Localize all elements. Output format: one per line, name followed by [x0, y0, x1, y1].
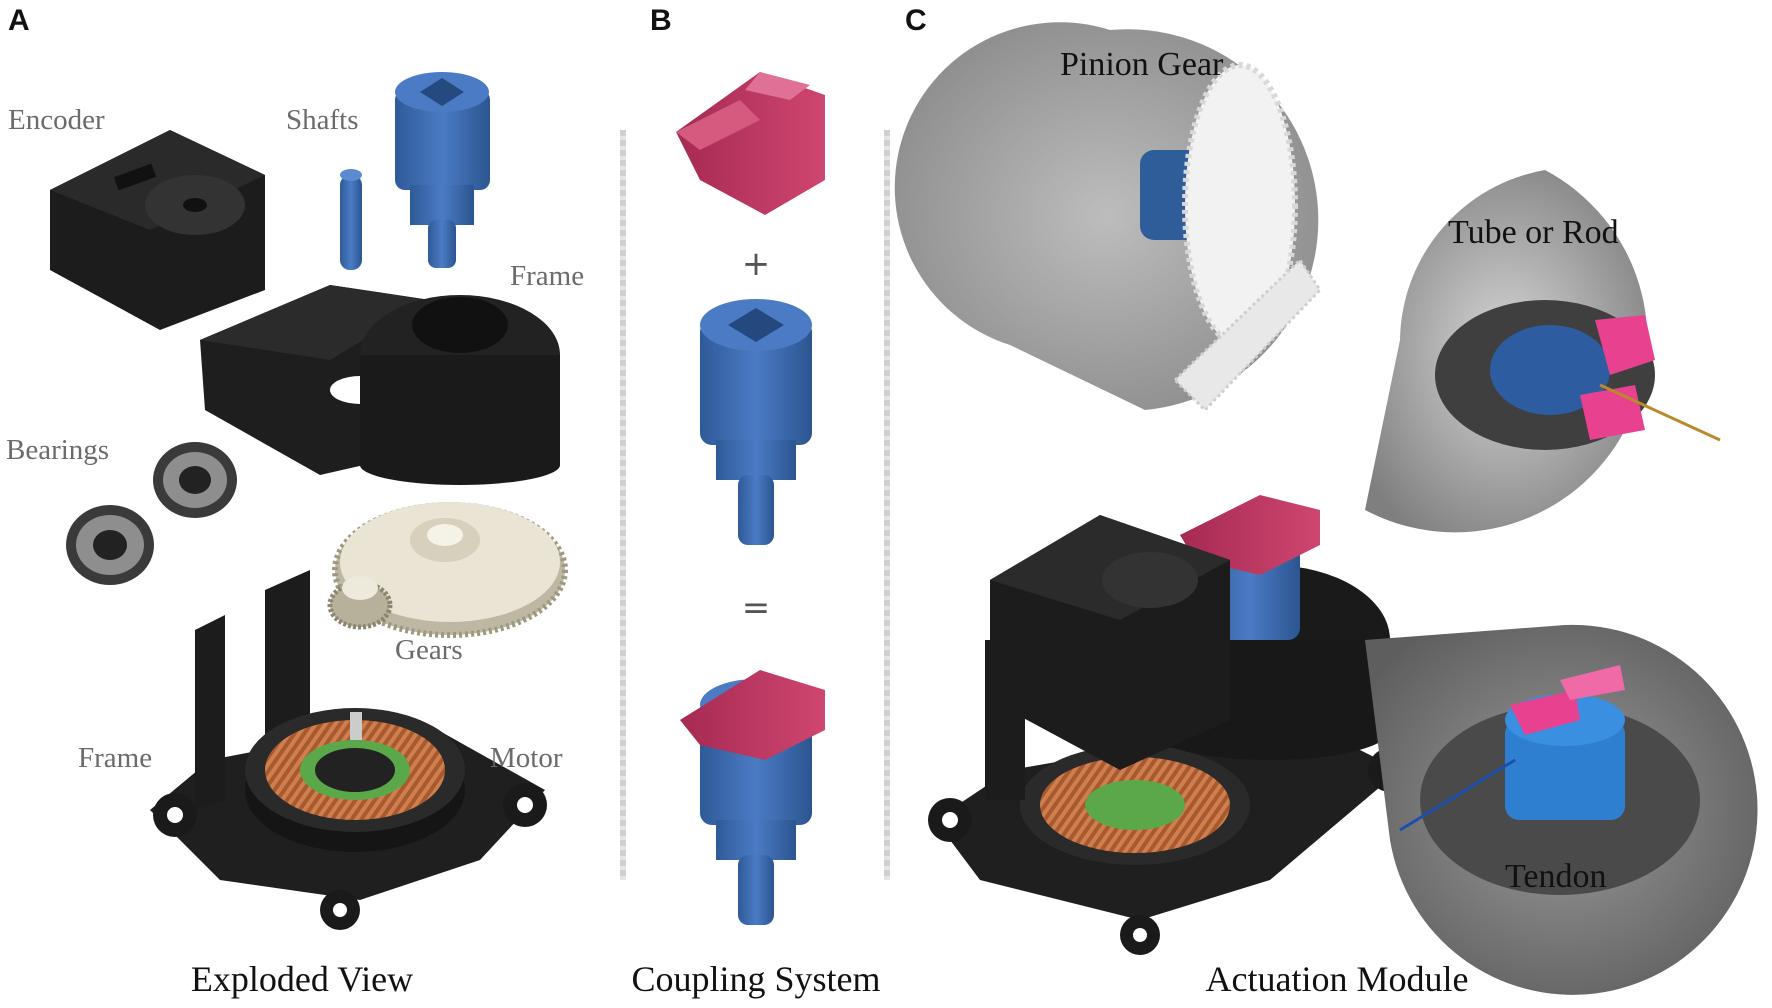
equals-symbol: = — [741, 588, 771, 628]
label-pinion-gear: Pinion Gear — [1060, 46, 1224, 83]
motor-part — [245, 708, 465, 852]
plus-symbol: + — [741, 244, 771, 284]
label-frame-bottom: Frame — [78, 742, 153, 774]
panel-letter-b: B — [650, 4, 672, 37]
label-gears: Gears — [395, 634, 463, 666]
caption-actuation-module: Actuation Module — [1205, 959, 1469, 999]
coupling-clip-part — [676, 72, 825, 215]
divider-left — [620, 130, 626, 880]
encoder-part — [50, 130, 265, 330]
panel-letter-a: A — [8, 4, 30, 37]
label-bearings: Bearings — [6, 434, 110, 466]
pinion-gear-photo — [894, 22, 1322, 413]
label-encoder: Encoder — [8, 104, 105, 136]
divider-right — [884, 130, 890, 880]
bearing-2-part — [66, 505, 154, 585]
panel-letter-c: C — [905, 4, 927, 37]
label-tube-or-rod: Tube or Rod — [1448, 214, 1619, 251]
large-gear-part — [332, 502, 568, 638]
label-tendon: Tendon — [1505, 858, 1607, 895]
tendon-photo — [1365, 624, 1758, 995]
label-shafts: Shafts — [286, 104, 359, 136]
label-frame-top: Frame — [510, 260, 585, 292]
label-motor: Motor — [490, 742, 563, 774]
caption-coupling-system: Coupling System — [631, 959, 881, 999]
coupling-shaft-part — [700, 299, 812, 545]
small-shaft-part — [340, 169, 362, 270]
actuation-module-render — [928, 495, 1412, 955]
frame-top-part — [200, 285, 560, 485]
tube-or-rod-photo — [1365, 170, 1721, 533]
bearing-1-part — [153, 442, 237, 518]
large-shaft-part — [395, 72, 490, 268]
coupling-assembly-part — [680, 670, 825, 925]
small-gear-part — [327, 576, 393, 630]
caption-exploded-view: Exploded View — [190, 959, 414, 999]
